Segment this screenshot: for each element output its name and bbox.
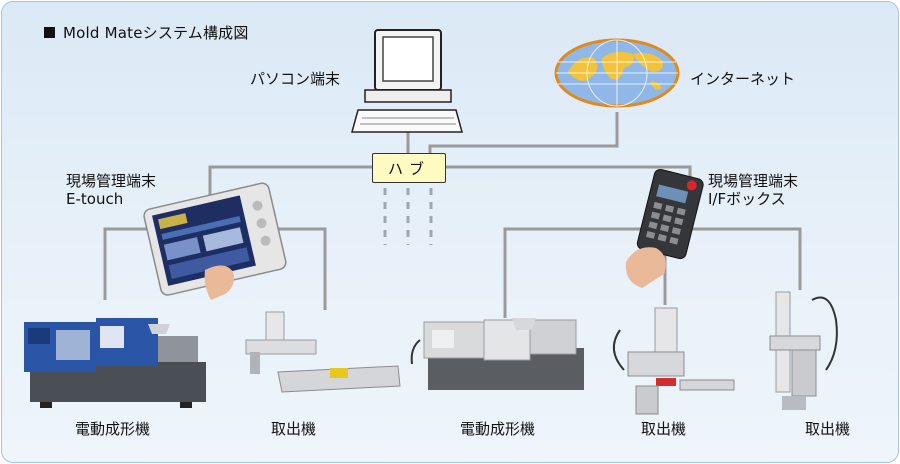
hub-box: ハブ (372, 153, 446, 183)
line-hub-ifbox (444, 165, 692, 178)
line-internet-hub (428, 112, 619, 153)
robot-right-icon (769, 291, 838, 410)
label-etouch-line2: E-touch (66, 190, 124, 208)
label-etouch-line1: 現場管理端末 (66, 172, 157, 190)
molding-machine-left-icon (24, 318, 206, 408)
pc-icon (351, 29, 463, 133)
label-ifbox-line1: 現場管理端末 (708, 172, 799, 190)
label-machine-right: 電動成形機 (460, 420, 536, 438)
robot-mid-icon (613, 307, 735, 415)
robot-left-icon (245, 311, 401, 393)
label-robot-right: 取出機 (805, 420, 851, 438)
label-pc: パソコン端末 (250, 70, 341, 88)
label-robot-left: 取出機 (271, 420, 317, 438)
label-internet: インターネット (690, 70, 796, 88)
diagram-title: Mold Mateシステム構成図 (44, 22, 249, 43)
label-ifbox-line2: I/Fボックス (708, 190, 786, 208)
title-square-icon (44, 27, 55, 38)
line-hub-etouch (208, 165, 382, 196)
title-text: Mold Mateシステム構成図 (63, 24, 249, 42)
label-machine-left: 電動成形機 (75, 420, 151, 438)
ifbox-icon (625, 168, 704, 288)
etouch-tablet-icon (143, 182, 287, 300)
globe-icon (554, 38, 680, 108)
expansion-lines (383, 188, 433, 245)
label-robot-mid: 取出機 (641, 420, 687, 438)
molding-machine-right-icon (410, 318, 584, 390)
